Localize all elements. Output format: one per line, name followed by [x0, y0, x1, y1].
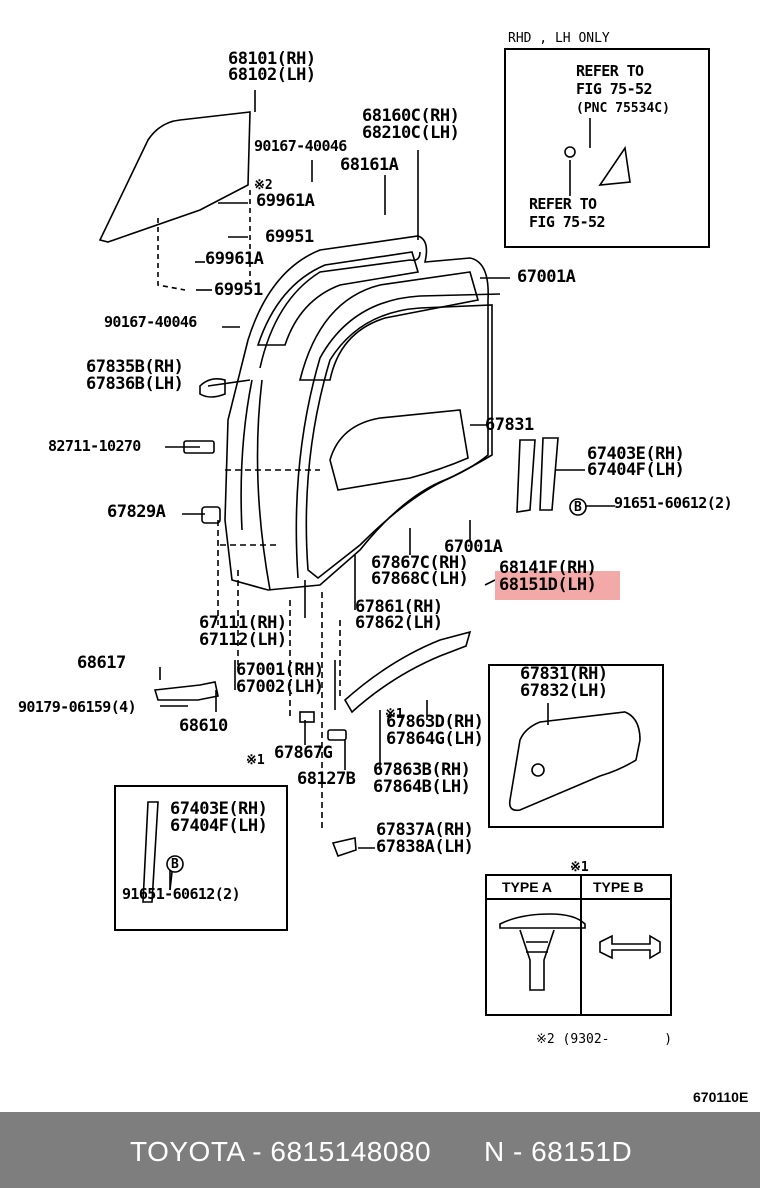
label-67867c: 67867C(RH)	[371, 553, 469, 573]
label-67002: 67002(LH)	[236, 677, 324, 697]
diagram-code: 670110E	[693, 1089, 749, 1105]
highlight-68151d	[495, 571, 620, 600]
label-67829a: 67829A	[107, 502, 166, 522]
note-mark-2: ※2	[254, 178, 273, 193]
label-67861: 67861(RH)	[355, 597, 443, 617]
label-67112: 67112(LH)	[199, 630, 287, 650]
note-mark-1-c: ※1	[570, 860, 589, 875]
label-68102: 68102(LH)	[228, 65, 316, 85]
inset-fig-1: FIG 75-52	[576, 80, 652, 98]
label-90167-b: 90167-40046	[104, 313, 197, 331]
inset-rhd-box	[504, 48, 710, 248]
label-67831: 67831	[485, 415, 534, 435]
inset-rhd-header: RHD , LH ONLY	[508, 31, 610, 46]
label-82711: 82711-10270	[48, 437, 141, 455]
inset-pnc: (PNC 75534C)	[576, 101, 670, 116]
footer-part-number: TOYOTA - 6815148080	[130, 1136, 432, 1167]
b-circle-main: B	[574, 500, 582, 515]
footer-ref-number: N - 68151D	[484, 1136, 633, 1167]
label-67868c: 67868C(LH)	[371, 569, 469, 589]
inset-trim-panel-box	[488, 664, 664, 828]
inset-glass-run-box	[114, 785, 288, 931]
label-67403e-main: 67403E(RH)	[587, 444, 685, 464]
label-67001: 67001(RH)	[236, 660, 324, 680]
inset-refer-to-1: REFER TO	[576, 62, 644, 80]
label-67838a: 67838A(LH)	[376, 837, 474, 857]
label-69951-top: 69951	[265, 227, 314, 247]
door-glass-shape	[98, 111, 251, 243]
label-67862: 67862(LH)	[355, 613, 443, 633]
label-67837a: 67837A(RH)	[376, 820, 474, 840]
type-table-divider-v	[580, 874, 582, 1014]
type-a-header: TYPE A	[502, 879, 553, 895]
inset-fig-2: FIG 75-52	[529, 213, 605, 231]
label-90167-a: 90167-40046	[254, 137, 347, 155]
label-67864g: 67864G(LH)	[386, 729, 484, 749]
label-67832: 67832(LH)	[520, 681, 608, 701]
label-67867g: 67867G	[274, 743, 333, 763]
label-67863b: 67863B(RH)	[373, 760, 471, 780]
type-table-divider-h	[485, 898, 670, 900]
label-67111: 67111(RH)	[199, 613, 287, 633]
type-b-header: TYPE B	[593, 879, 644, 895]
label-91651-main: 91651-60612(2)	[614, 494, 733, 512]
label-68210c: 68210C(LH)	[362, 123, 460, 143]
note-mark-2-date: ※2 (9302- )	[536, 1032, 673, 1047]
label-69961a-bottom: 69961A	[205, 249, 264, 269]
b-circle-inset: B	[171, 857, 179, 872]
label-67863d: 67863D(RH)	[386, 712, 484, 732]
type-table-box	[485, 874, 672, 1016]
label-90179: 90179-06159(4)	[18, 698, 137, 716]
label-68141f: 68141F(RH)	[499, 558, 597, 578]
label-67831-rh: 67831(RH)	[520, 664, 608, 684]
label-68101: 68101(RH)	[228, 49, 316, 69]
label-67001a-top: 67001A	[517, 267, 576, 287]
label-67403e-inset: 67403E(RH)	[170, 799, 268, 819]
label-69961a-top: 69961A	[256, 191, 315, 211]
label-68161a: 68161A	[340, 155, 399, 175]
label-67404f-inset: 67404F(LH)	[170, 816, 268, 836]
label-91651-inset: 91651-60612(2)	[122, 885, 241, 903]
label-67404f-main: 67404F(LH)	[587, 460, 685, 480]
label-67864b: 67864B(LH)	[373, 777, 471, 797]
label-68127b: 68127B	[297, 769, 356, 789]
label-68617: 68617	[77, 653, 126, 673]
label-67836b: 67836B(LH)	[86, 374, 184, 394]
label-68610: 68610	[179, 716, 228, 736]
note-mark-1-b: ※1	[246, 753, 265, 768]
inset-refer-to-2: REFER TO	[529, 195, 597, 213]
label-68160c: 68160C(RH)	[362, 106, 460, 126]
footer-bar: TOYOTA - 6815148080 N - 68151D	[0, 1112, 760, 1188]
label-67001a-mid: 67001A	[444, 537, 503, 557]
label-67835b: 67835B(RH)	[86, 357, 184, 377]
label-68151d: 68151D(LH)	[499, 575, 597, 595]
note-mark-1-a: ※1	[385, 707, 404, 722]
label-69951-bottom: 69951	[214, 280, 263, 300]
